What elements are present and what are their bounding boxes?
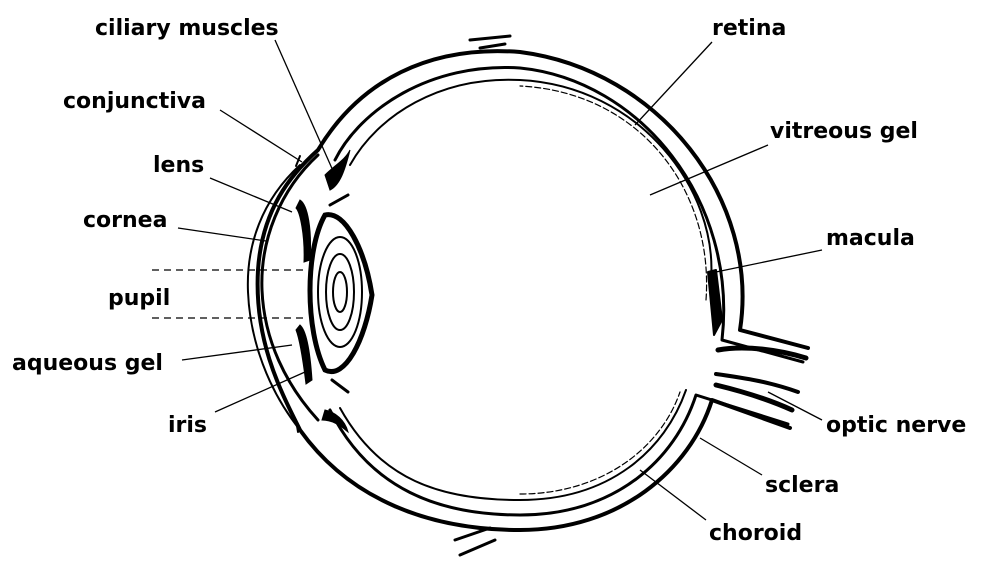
label-sclera: sclera: [765, 473, 839, 498]
label-vitreous-gel: vitreous gel: [770, 119, 918, 144]
label-ciliary-muscles: ciliary muscles: [95, 16, 279, 41]
label-conjunctiva: conjunctiva: [63, 89, 206, 114]
label-macula: macula: [826, 226, 915, 251]
labels: ciliary muscles conjunctiva lens cornea …: [12, 16, 966, 546]
leader-retina: [635, 42, 712, 125]
label-retina: retina: [712, 16, 786, 41]
lens-shape: [310, 195, 372, 392]
leader-sclera: [700, 438, 762, 475]
label-optic-nerve: optic nerve: [826, 413, 966, 438]
label-iris: iris: [168, 413, 207, 438]
label-pupil: pupil: [108, 286, 170, 311]
leader-choroid: [640, 470, 706, 520]
leader-macula: [716, 250, 822, 272]
label-choroid: choroid: [709, 521, 802, 546]
leader-iris: [215, 372, 305, 412]
label-aqueous-gel: aqueous gel: [12, 351, 163, 376]
optic-nerve-shape: [716, 348, 806, 410]
leader-conjunctiva: [220, 110, 302, 162]
label-cornea: cornea: [83, 208, 167, 233]
label-lens: lens: [153, 153, 204, 178]
sclera-shape: [258, 36, 808, 555]
leader-cornea: [178, 228, 266, 241]
